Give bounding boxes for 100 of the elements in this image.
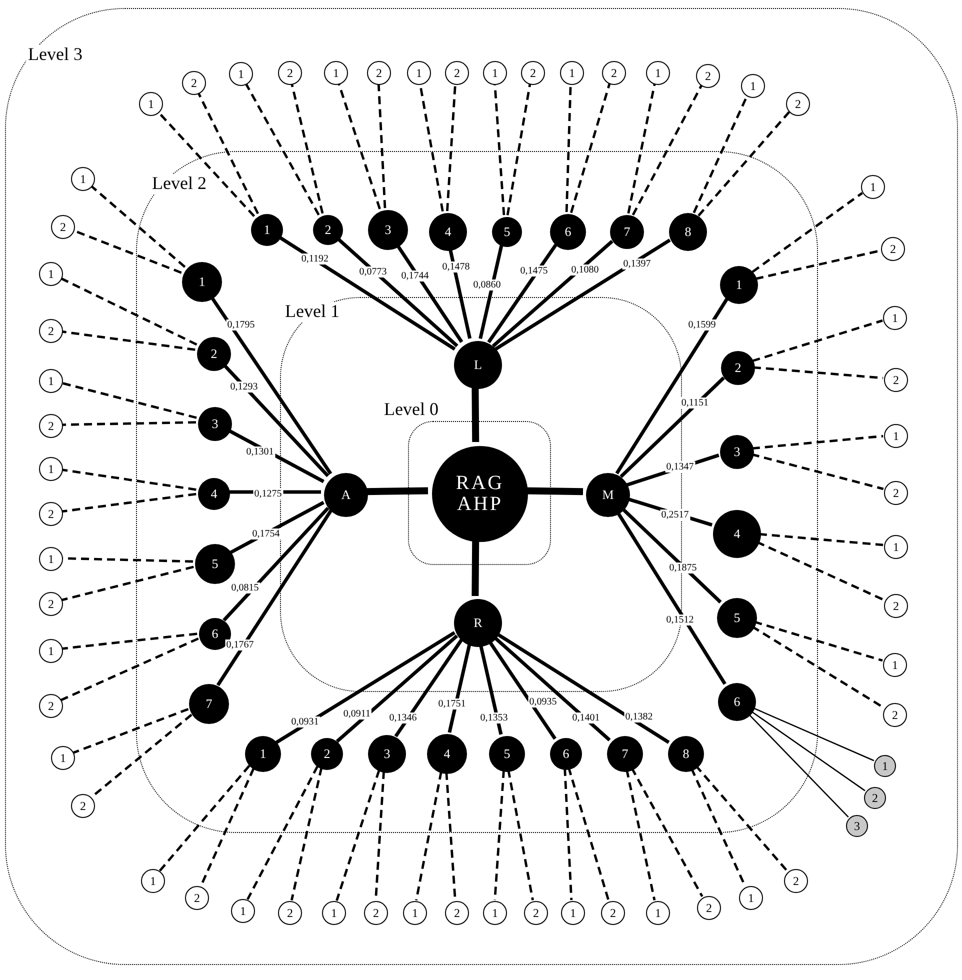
leaf-node-circle xyxy=(884,594,908,618)
leaf-node-circle xyxy=(697,896,721,920)
edge-label: 0,1751 xyxy=(437,698,467,710)
node-circle xyxy=(198,407,232,441)
dashed-connector xyxy=(752,434,884,450)
edge-label: 0,1347 xyxy=(665,462,695,472)
node-label: 1 xyxy=(892,658,898,672)
edge-label: 0,0815 xyxy=(230,582,260,594)
leaf-node-circle xyxy=(39,369,63,393)
dashed-connector xyxy=(630,767,704,898)
edge-label: 0,1192 xyxy=(300,254,330,264)
edge-label: 0,1275 xyxy=(253,488,283,500)
dashed-connector xyxy=(752,319,883,362)
node-label: 2 xyxy=(892,708,898,722)
dashed-connector xyxy=(61,382,197,419)
node-label: 7 xyxy=(206,697,212,711)
node-label: 2 xyxy=(48,508,54,520)
node-label: 1 xyxy=(570,906,576,920)
leaf-node-circle xyxy=(646,61,670,85)
node-label: 2 xyxy=(454,906,460,920)
leaf-node-circle xyxy=(521,61,545,85)
node-circle xyxy=(717,598,757,638)
node-circle xyxy=(182,262,222,302)
node-label: 1 xyxy=(48,268,54,280)
node-circle xyxy=(368,210,408,250)
node-circle xyxy=(669,213,707,251)
node-label: 5 xyxy=(504,747,510,761)
edge-label: 0,0911 xyxy=(342,708,372,720)
connector-line xyxy=(394,638,463,738)
node-label: 2 xyxy=(705,70,711,82)
dashed-connector xyxy=(446,84,456,212)
connector-line xyxy=(275,631,456,744)
leaf-node-circle xyxy=(524,901,548,925)
edge-label: 0,2517 xyxy=(660,510,690,520)
leaf-node-circle xyxy=(141,869,165,893)
dashed-connector xyxy=(72,708,189,754)
dashed-connector xyxy=(244,82,320,216)
leaf-node-circle xyxy=(883,653,907,677)
leaf-node-circle xyxy=(861,175,885,199)
node-label: 1 xyxy=(198,275,206,289)
leaf-node-circle xyxy=(741,74,765,98)
node-label: 3 xyxy=(854,820,860,832)
connector-line xyxy=(752,707,874,762)
node-label: 7 xyxy=(624,225,630,239)
node-label: 3 xyxy=(384,223,392,237)
leaf-node-circle xyxy=(39,414,63,438)
leaf-node-circle xyxy=(696,64,720,88)
dashed-connector xyxy=(158,764,250,872)
node-label: 8 xyxy=(684,225,692,239)
leaf-node-circle xyxy=(864,787,886,809)
connector-line xyxy=(216,510,332,686)
connector-line xyxy=(222,506,330,622)
node-label: 2 xyxy=(530,66,536,80)
node-label: 6 xyxy=(212,627,218,641)
level-label: Level 3 xyxy=(26,45,84,65)
node-label: 1 xyxy=(148,98,154,110)
node-label: 3 xyxy=(212,417,218,431)
leaf-node-circle xyxy=(883,306,907,330)
level-label: Level 2 xyxy=(150,174,208,194)
dashed-connector xyxy=(506,84,532,216)
edge-label: 0,1599 xyxy=(687,320,717,330)
leaf-node-circle xyxy=(322,901,346,925)
node-label: 1 xyxy=(655,66,661,80)
node-label: 1 xyxy=(48,552,54,566)
dashed-connector xyxy=(756,540,885,602)
edge-label: 0,0860 xyxy=(472,280,502,290)
node-label: 1 xyxy=(48,644,54,658)
leaf-node-circle xyxy=(846,815,868,837)
leaf-node-circle xyxy=(39,457,63,481)
node-circle xyxy=(720,435,754,469)
leaf-node-circle xyxy=(483,61,507,85)
dashed-connector xyxy=(494,770,505,900)
edge-label: 0,1080 xyxy=(570,264,600,276)
leaf-node-circle xyxy=(278,901,302,925)
dashed-connector xyxy=(62,421,196,426)
node-circle xyxy=(607,736,643,772)
node-circle xyxy=(368,735,406,773)
node-label: 1 xyxy=(48,374,54,388)
edge-label: 0,1875 xyxy=(668,562,698,574)
node-label: 2 xyxy=(706,902,712,914)
node-circle xyxy=(492,217,522,247)
dashed-connector xyxy=(698,111,790,216)
leaf-node-circle xyxy=(39,547,63,571)
node-circle xyxy=(245,736,281,772)
edge-label: 0,1754 xyxy=(251,528,281,540)
leaf-node-circle xyxy=(51,215,75,239)
node-label: 1 xyxy=(240,904,246,918)
connector-line xyxy=(396,244,464,343)
connector-line xyxy=(448,248,472,339)
dashed-connector xyxy=(758,532,884,546)
node-label: 2 xyxy=(890,242,896,256)
dashed-connector xyxy=(60,637,199,702)
connector-line xyxy=(492,240,614,348)
node-label: 5 xyxy=(212,557,218,571)
node-label: 2 xyxy=(893,486,899,500)
node-label: 2 xyxy=(610,906,616,920)
node-label: A xyxy=(341,488,351,502)
node-label: 1 xyxy=(264,223,270,237)
node-circle xyxy=(313,215,343,245)
leaf-node-circle xyxy=(324,61,348,85)
